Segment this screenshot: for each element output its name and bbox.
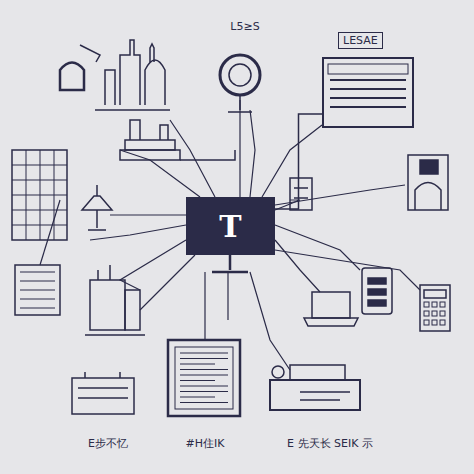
rack-icon	[15, 265, 60, 315]
logo-text: T	[219, 209, 241, 244]
caption-label: E步不忆	[86, 436, 130, 451]
monitor-stand	[212, 255, 248, 272]
cabinet-icon	[290, 178, 312, 210]
machine-icon	[270, 365, 360, 410]
caption-label: L5≥S	[228, 20, 261, 33]
computer-screen: LESAE	[322, 57, 414, 128]
calculator-icon	[420, 285, 450, 331]
server-icon	[85, 265, 145, 335]
caption-label: E 先天长 SEIK 示	[285, 436, 375, 451]
wires	[40, 100, 420, 370]
laptop-icon	[304, 292, 358, 326]
webcam-icon	[220, 55, 260, 112]
monitor-hub: T	[186, 197, 275, 255]
building-icon	[12, 150, 67, 240]
connector	[275, 114, 322, 209]
screen-title: LESAE	[338, 32, 383, 49]
keyboard-lines	[328, 64, 408, 107]
city-icon	[60, 40, 170, 110]
document-icon	[168, 340, 240, 416]
lamp-icon	[82, 185, 112, 230]
books-icon	[120, 120, 235, 160]
arch-icon	[408, 155, 448, 210]
printer-icon	[72, 372, 134, 414]
device-icon	[362, 268, 392, 314]
caption-label: #H住IK	[184, 436, 227, 451]
